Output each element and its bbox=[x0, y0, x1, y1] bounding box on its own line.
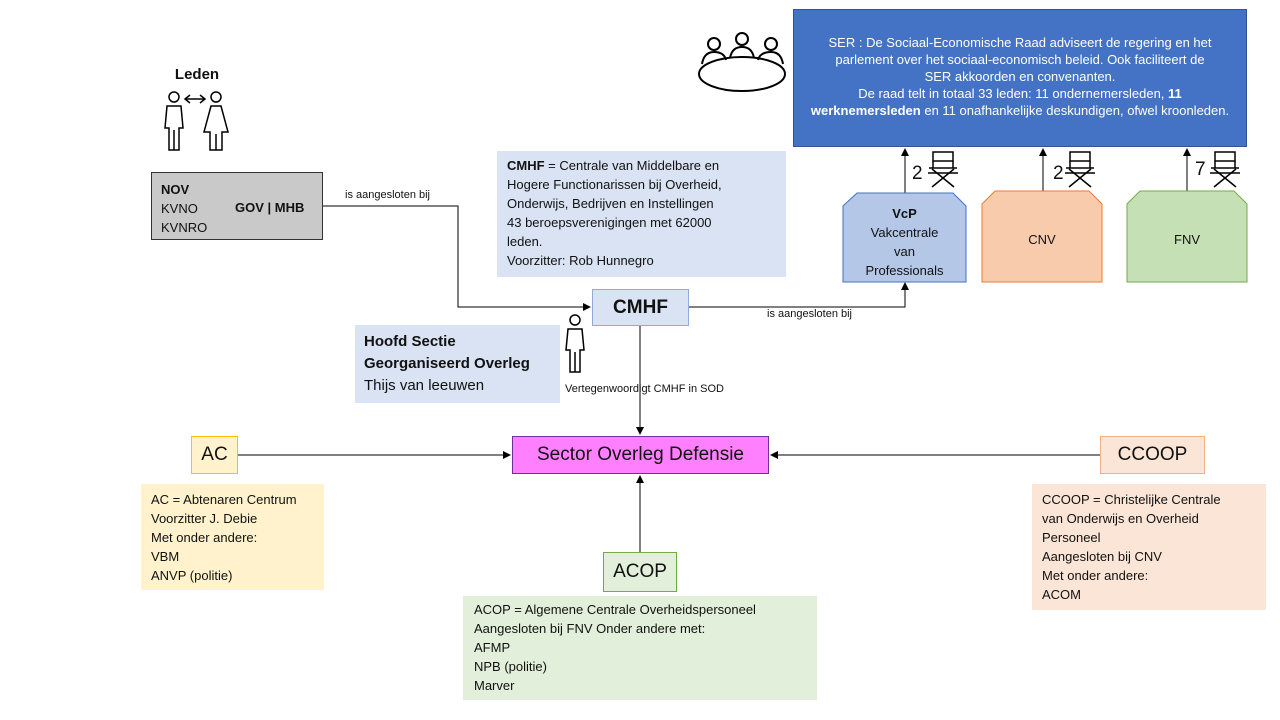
vcp-line: Professionals bbox=[865, 263, 944, 278]
fnv-box: FNV bbox=[1127, 191, 1247, 282]
nov-item: KVNO bbox=[161, 201, 198, 216]
hoofd-name: Thijs van leeuwen bbox=[364, 377, 485, 394]
cmhf-desc-line: leden. bbox=[507, 234, 543, 249]
acop-desc-line: Aangesloten bij FNV Onder andere met: bbox=[474, 621, 706, 636]
nov-list: NOV KVNO KVNRO bbox=[161, 180, 207, 237]
ccoop-desc-line: Personeel bbox=[1042, 530, 1101, 545]
vcp-name: VcP bbox=[892, 206, 917, 221]
cnv-shape bbox=[981, 190, 1103, 283]
ac-box: AC bbox=[191, 436, 238, 474]
acop-desc-line: AFMP bbox=[474, 640, 511, 655]
cmhf-desc-text: = Centrale van Middelbare en bbox=[544, 158, 720, 173]
connector-cmhf-vcp bbox=[689, 282, 909, 308]
gov-label: GOV | MHB bbox=[235, 200, 305, 215]
ccoop-desc-line: Met onder andere: bbox=[1042, 568, 1149, 583]
ccoop-box: CCOOP bbox=[1100, 436, 1205, 474]
nov-item: KVNRO bbox=[161, 220, 208, 235]
ccoop-desc-line: van Onderwijs en Overheid bbox=[1042, 511, 1199, 526]
ccoop-desc-line: Aangesloten bij CNV bbox=[1042, 549, 1162, 564]
meeting-table-icon bbox=[698, 32, 786, 92]
ac-desc-line: VBM bbox=[151, 549, 180, 564]
ac-desc-line: Met onder andere: bbox=[151, 530, 258, 545]
man-woman-icon bbox=[164, 91, 229, 151]
sod-box: Sector Overleg Defensie bbox=[512, 436, 769, 474]
label-aangesloten-gov: is aangesloten bij bbox=[345, 189, 431, 201]
acop-description: ACOP = Algemene Centrale Overheidsperson… bbox=[463, 596, 817, 700]
cnv-name: CNV bbox=[1028, 232, 1056, 247]
connector-gov-cmhf bbox=[323, 205, 591, 311]
vcp-seats: 2 bbox=[912, 163, 923, 184]
cnv-box: CNV bbox=[982, 191, 1102, 282]
fnv-shape bbox=[1126, 190, 1248, 283]
cmhf-desc-line: Onderwijs, Bedrijven en Instellingen bbox=[507, 196, 714, 211]
vcp-line: Vakcentrale bbox=[870, 225, 939, 240]
person-icon bbox=[565, 314, 585, 373]
acop-desc-line: ACOP = Algemene Centrale Overheidsperson… bbox=[474, 602, 756, 617]
ser-line: parlement over het sociaal-economisch be… bbox=[835, 52, 1205, 67]
director-chair-icon bbox=[928, 151, 958, 188]
leden-title: Leden bbox=[174, 66, 220, 83]
vcp-box: VcP Vakcentrale van Professionals bbox=[843, 193, 966, 282]
fnv-seats: 7 bbox=[1195, 159, 1206, 180]
ser-text: en 11 onafhankelijke deskundigen, ofwel … bbox=[920, 103, 1230, 118]
ser-text: De raad telt in totaal 33 leden: 11 onde… bbox=[858, 86, 1169, 101]
hoofd-title: Hoofd Sectie bbox=[364, 333, 456, 350]
ser-line: SER akkoorden en convenanten. bbox=[924, 69, 1116, 84]
acop-desc-line: NPB (politie) bbox=[474, 659, 547, 674]
vcp-line: van bbox=[894, 244, 915, 259]
acop-box: ACOP bbox=[603, 552, 677, 592]
director-chair-icon bbox=[1210, 151, 1240, 188]
fnv-name: FNV bbox=[1174, 232, 1200, 247]
cmhf-desc-line: 43 beroepsverenigingen met 62000 bbox=[507, 215, 712, 230]
cnv-seats: 2 bbox=[1053, 163, 1064, 184]
ac-desc-line: ANVP (politie) bbox=[151, 568, 233, 583]
label-aangesloten-cmhf: is aangesloten bij bbox=[767, 308, 853, 320]
acop-desc-line: Marver bbox=[474, 678, 515, 693]
cmhf-description: CMHF = Centrale van Middelbare en Hogere… bbox=[497, 151, 786, 277]
ccoop-desc-line: CCOOP = Christelijke Centrale bbox=[1042, 492, 1221, 507]
ac-desc-line: AC = Abtenaren Centrum bbox=[151, 492, 297, 507]
ac-description: AC = Abtenaren Centrum Voorzitter J. Deb… bbox=[141, 484, 324, 590]
cmhf-term: CMHF bbox=[507, 158, 545, 173]
ccoop-desc-line: ACOM bbox=[1042, 587, 1081, 602]
ccoop-description: CCOOP = Christelijke Centrale van Onderw… bbox=[1032, 484, 1266, 610]
nov-item: NOV bbox=[161, 182, 190, 197]
ac-desc-line: Voorzitter J. Debie bbox=[151, 511, 258, 526]
hoofd-title: Georganiseerd Overleg bbox=[364, 355, 530, 372]
ser-line: werknemersleden en 11 onafhankelijke des… bbox=[804, 102, 1236, 119]
ser-line: SER : De Sociaal-Economische Raad advise… bbox=[828, 35, 1212, 50]
cmhf-box: CMHF bbox=[592, 289, 689, 326]
cmhf-desc-line: Hogere Functionarissen bij Overheid, bbox=[507, 177, 722, 192]
ser-line: De raad telt in totaal 33 leden: 11 onde… bbox=[804, 85, 1236, 102]
label-vertegenwoordigt: Vertegenwoordigt CMHF in SOD bbox=[565, 383, 724, 395]
director-chair-icon bbox=[1065, 151, 1095, 188]
cmhf-desc-line: CMHF = Centrale van Middelbare en bbox=[507, 156, 776, 175]
nov-box: NOV KVNO KVNRO GOV | MHB bbox=[151, 172, 323, 240]
vcp-shape bbox=[842, 192, 967, 283]
ser-bold: 11 bbox=[1168, 86, 1182, 101]
vcp-text: VcP Vakcentrale van Professionals bbox=[843, 204, 966, 280]
cmhf-desc-line: Voorzitter: Rob Hunnegro bbox=[507, 253, 654, 268]
ser-bold: werknemersleden bbox=[810, 103, 921, 118]
ser-box: SER : De Sociaal-Economische Raad advise… bbox=[793, 9, 1247, 147]
hoofd-sectie-box: Hoofd Sectie Georganiseerd Overleg Thijs… bbox=[355, 325, 560, 403]
